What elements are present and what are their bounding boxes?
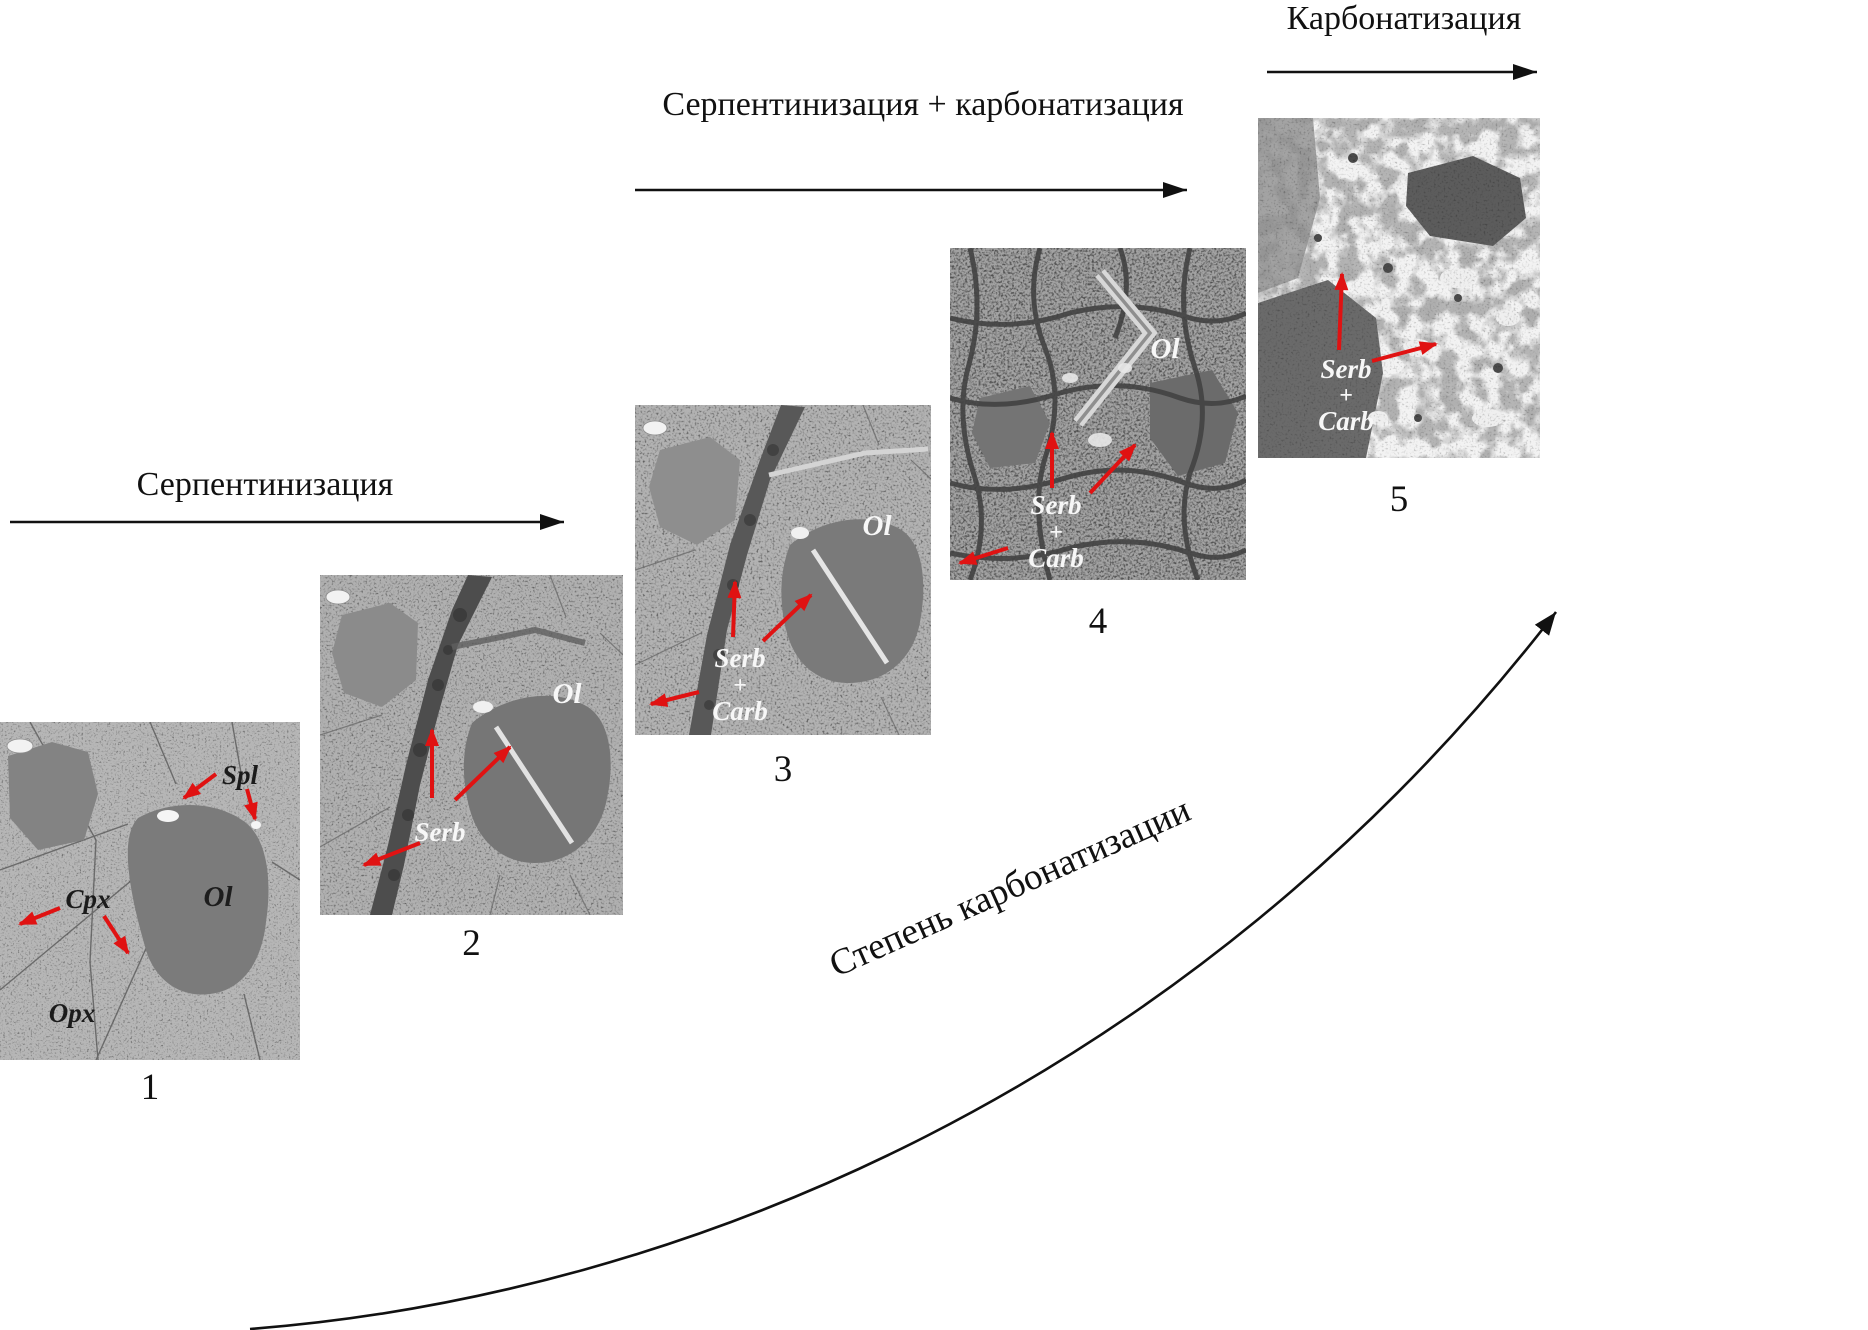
label-serb: Serb [1320,354,1371,384]
spinel-grain [791,527,809,539]
micrograph-panel-5: Serb + Carb [1258,118,1540,458]
annotation-arrows [958,431,1137,565]
label-ol: Ol [1151,333,1181,365]
label-carb: Carb [712,696,768,726]
annotation-arrows [1334,272,1438,363]
micrograph-panel-3: Serb + Carb Ol [635,405,931,735]
micrograph-image-5: Serb + Carb [1258,118,1540,458]
serp-carb-arrow [635,182,1187,198]
micrograph-image-3: Serb + Carb Ol [635,405,931,735]
micrograph-panel-1: Spl Cpx Ol Opx [0,722,300,1060]
branch-vein [451,626,586,650]
panel-2-number: 2 [462,923,481,964]
label-opx: Opx [49,998,96,1028]
pyroxene-grain [332,603,418,707]
label-ol: Ol [553,678,583,710]
label-spl: Spl [222,760,259,790]
annotation-arrows [18,772,258,955]
label-cpx: Cpx [65,884,110,914]
panel-4-number: 4 [1088,601,1108,642]
label-serb: Serb [714,643,765,673]
serpentine-vein [370,575,492,915]
pyroxene-grain [8,742,98,850]
band-core-line [1076,271,1153,425]
carbonate-veinlet [768,446,929,478]
label-carb: Carb [1028,543,1084,573]
vein-network [950,248,1246,580]
label-serb: Serb [414,817,465,847]
texture-noise [1258,118,1540,458]
label-plus: + [733,673,747,699]
label-plus: + [1049,520,1063,546]
olivine-grain [463,695,611,863]
label-degree-of-carbonatization: Степень карбонатизации [823,789,1197,986]
label-ol: Ol [204,881,234,913]
micrograph-image-4: Ol Serb + Carb [950,248,1246,580]
spinel-grain [6,738,34,754]
carbonatization-arrow [1267,64,1537,80]
serpentinization-arrow [10,514,564,530]
micrograph-panel-2: Serb Ol [320,575,623,915]
label-carb: Carb [1318,406,1374,436]
label-carbonatization: Карбонатизация [1286,0,1522,37]
spinel-grain [325,589,351,605]
panel-1-number: 1 [140,1067,160,1108]
spinel-grain [642,420,668,436]
pyroxene-grain [649,437,740,545]
spinel-grain [157,810,179,822]
carbonate-patches [1062,363,1132,447]
spinel-grain [473,701,493,713]
annotation-arrows [649,580,813,707]
fracture-lines [320,575,623,915]
label-serpentinization: Серпентинизация [136,466,394,503]
annotation-arrows [362,728,512,867]
label-plus: + [1339,383,1353,409]
micrograph-panel-4: Ol Serb + Carb [950,248,1246,580]
olivine-grain [127,804,269,995]
micrograph-image-2: Serb Ol [320,575,623,915]
panel-3-number: 3 [773,749,793,790]
carbonate-sliver [810,548,890,665]
micrograph-image-1: Spl Cpx Ol Opx [0,722,300,1060]
spinel-grain [251,821,261,829]
vein-blotches [388,608,467,881]
fracture-lines [635,405,931,735]
label-ol: Ol [863,510,893,542]
label-serb: Serb [1030,490,1081,520]
label-serp-carb: Серпентинизация + карбонатизация [662,86,1184,123]
panel-5-number: 5 [1389,479,1409,520]
